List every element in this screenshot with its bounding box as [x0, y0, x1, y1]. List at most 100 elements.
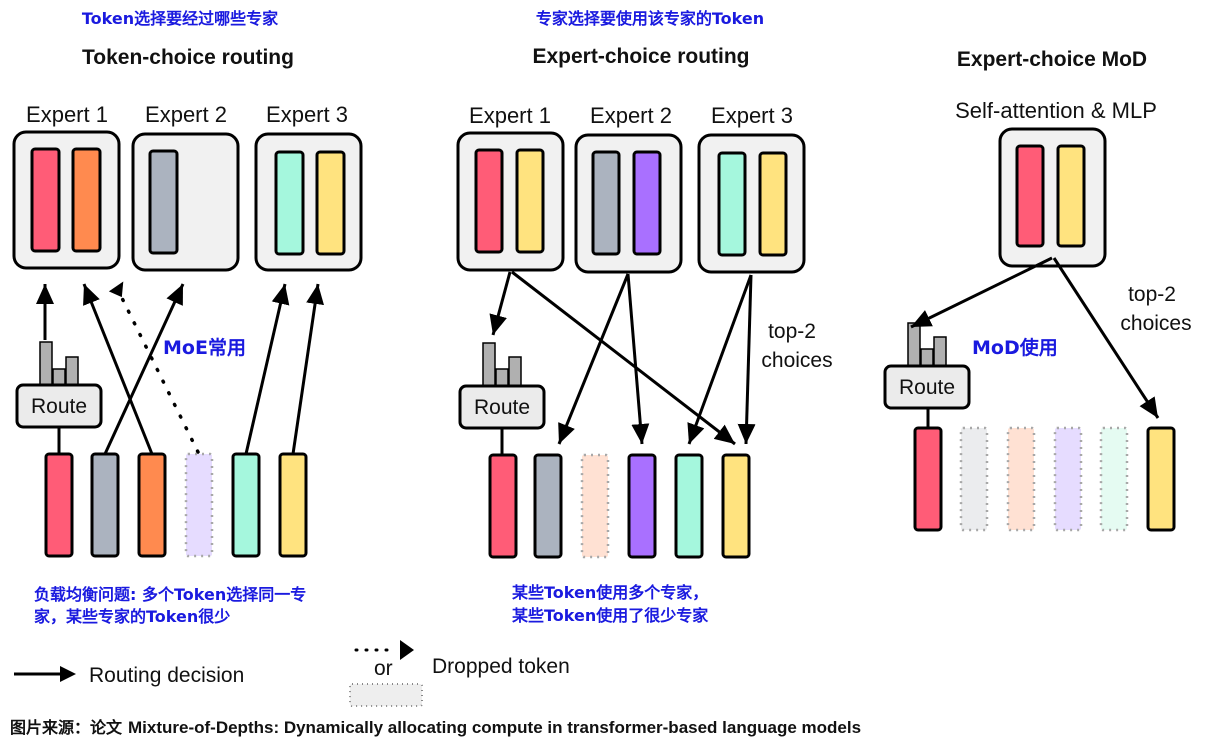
router-bar — [65, 356, 79, 386]
dropped-token — [580, 453, 610, 559]
token-bar — [591, 150, 621, 256]
input-token — [721, 453, 751, 559]
input-token — [278, 452, 308, 558]
token-bar — [1015, 144, 1045, 248]
token-bar — [474, 148, 504, 254]
routing-arrow — [626, 273, 650, 445]
expert-box — [456, 131, 565, 272]
routing-arrow — [244, 283, 290, 455]
panel-token-choice: Token选择要经过哪些专家 Token-choice routing Expe… — [12, 9, 363, 626]
router-bar — [920, 348, 934, 367]
input-token — [90, 452, 120, 558]
token-bar — [30, 147, 61, 253]
dropped-token — [1006, 426, 1036, 532]
input-token — [1146, 426, 1176, 532]
input-token — [44, 452, 74, 558]
dropped-arrowhead — [108, 281, 124, 298]
legend-arrowhead — [60, 666, 76, 682]
routing-arrow — [103, 283, 185, 455]
token-bar — [515, 148, 545, 254]
routing-arrows — [910, 256, 1160, 419]
input-token — [913, 426, 943, 532]
expert-label: Expert 3 — [711, 103, 793, 128]
legend-dropped-box — [349, 683, 423, 707]
dropped-token — [1099, 426, 1129, 532]
dropped-token — [1053, 426, 1083, 532]
expert-label: Expert 1 — [26, 102, 108, 127]
token-bar — [758, 151, 788, 257]
router: Route — [458, 342, 546, 455]
note-top2: top-2 — [1128, 283, 1176, 306]
routing-arrows — [489, 270, 756, 446]
dropped-arrow — [116, 288, 200, 454]
router: Route — [883, 322, 971, 427]
input-token — [137, 452, 167, 558]
token-bar — [315, 150, 346, 256]
routing-arrow — [82, 283, 154, 455]
token-bar — [1056, 144, 1086, 248]
routing-arrow — [489, 271, 512, 336]
routing-arrow — [737, 274, 756, 445]
legend-or: or — [374, 657, 393, 680]
input-token — [627, 453, 657, 559]
note-expert-choice-1: 某些Token使用多个专家， — [511, 583, 708, 602]
note-load-balance-1: 负载均衡问题: 多个Token选择同一专 — [34, 585, 306, 604]
expert-label: Expert 1 — [469, 103, 551, 128]
routing-arrow — [511, 270, 736, 446]
router-bar — [495, 368, 509, 387]
router-bar — [482, 342, 496, 387]
annotation-token-choice: Token选择要经过哪些专家 — [82, 9, 279, 28]
legend-arrowhead — [400, 640, 414, 660]
router-bar — [933, 336, 947, 367]
title-token-choice: Token-choice routing — [82, 46, 294, 69]
input-token — [488, 453, 518, 559]
source-caption-prefix: 图片来源：论文 — [10, 718, 123, 737]
router-bar — [52, 368, 66, 386]
token-bar — [717, 151, 747, 257]
routing-arrow — [291, 283, 324, 455]
routing-arrow — [910, 256, 1053, 329]
expert-box — [12, 130, 121, 270]
route-label: Route — [31, 395, 87, 418]
dropped-token — [959, 426, 989, 532]
title-expert-choice-mod: Expert-choice MoD — [957, 48, 1147, 71]
router-bar — [508, 356, 522, 387]
panel-expert-choice: 专家选择要使用该专家的Token Expert-choice routing E… — [456, 9, 833, 625]
note-mod-used: MoD使用 — [972, 337, 1058, 359]
legend-dropped-token: Dropped token — [432, 655, 570, 678]
legend: Routing decision or Dropped token — [14, 640, 570, 707]
expert-label: Expert 3 — [266, 102, 348, 127]
router-bar — [39, 341, 53, 386]
route-label: Route — [474, 396, 530, 419]
token-bar — [274, 150, 305, 256]
token-bar — [632, 150, 662, 256]
note-top2: top-2 — [768, 320, 816, 343]
legend-routing-decision: Routing decision — [89, 664, 244, 687]
token-bar — [71, 147, 102, 253]
block-label: Self-attention & MLP — [955, 98, 1157, 123]
note-choices: choices — [761, 349, 832, 372]
expert-label: Expert 2 — [145, 102, 227, 127]
source-caption: Mixture-of-Depths: Dynamically allocatin… — [128, 718, 861, 737]
router-bar — [907, 322, 921, 367]
annotation-expert-choice: 专家选择要使用该专家的Token — [536, 9, 764, 28]
note-moe-common: MoE常用 — [163, 336, 246, 359]
router: Route — [15, 341, 103, 453]
expert-box — [697, 133, 806, 274]
routing-arrow — [687, 274, 753, 445]
input-token — [533, 453, 563, 559]
input-token — [231, 452, 261, 558]
routing-arrows — [36, 283, 324, 455]
expert-label: Expert 2 — [590, 103, 672, 128]
note-choices: choices — [1120, 312, 1191, 335]
input-token — [674, 453, 704, 559]
token-bar — [148, 149, 179, 255]
note-expert-choice-2: 某些Token使用了很少专家 — [511, 606, 709, 625]
note-load-balance-2: 家，某些专家的Token很少 — [34, 607, 230, 626]
panel-expert-choice-mod: Expert-choice MoD Self-attention & MLP R… — [883, 48, 1192, 532]
dropped-token — [184, 452, 214, 558]
routing-arrow — [1052, 257, 1160, 419]
routing-arrow — [557, 273, 630, 445]
title-expert-choice: Expert-choice routing — [532, 45, 749, 68]
